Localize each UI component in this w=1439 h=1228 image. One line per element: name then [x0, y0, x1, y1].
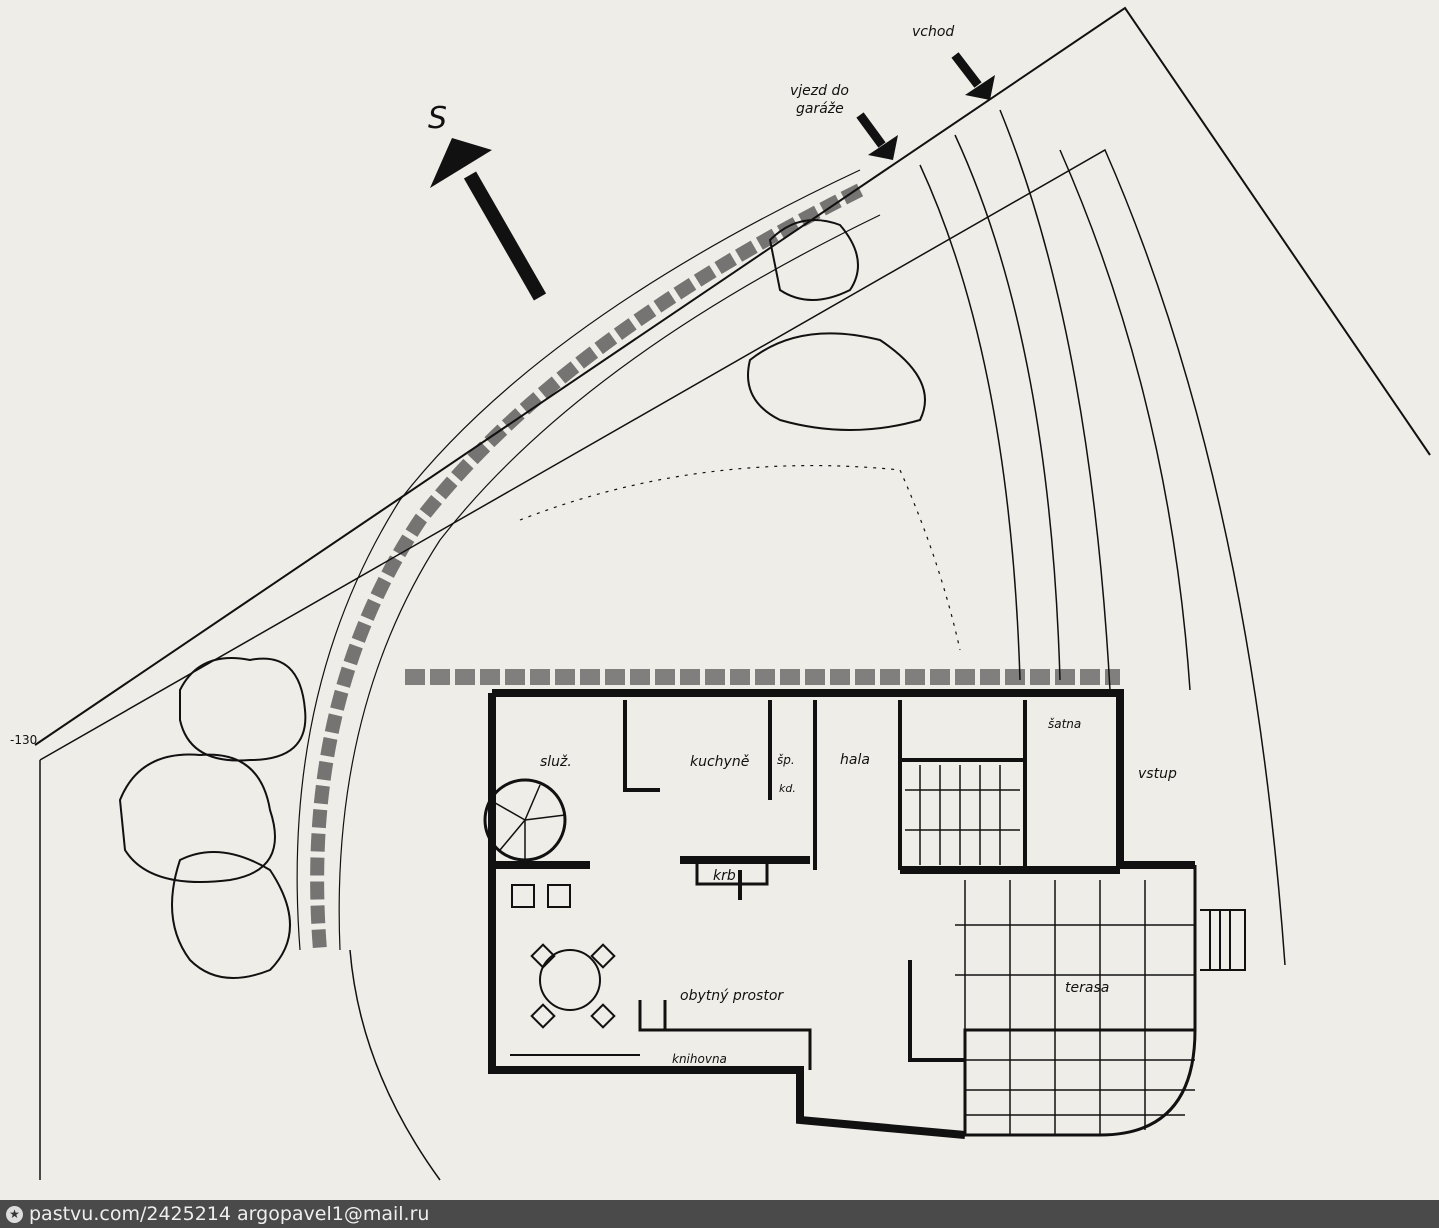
room-label-kitchen: kuchyně — [690, 754, 749, 770]
site-boundary-inner — [39, 148, 1286, 966]
armchair — [511, 884, 535, 908]
garden-path — [310, 183, 864, 951]
room-label-living: obytný prostor — [680, 988, 784, 1004]
star-icon: ★ — [6, 1205, 23, 1223]
room-label-entry: vstup — [1138, 766, 1177, 782]
terrace-grid — [955, 880, 1195, 1135]
driveway-edge — [954, 134, 1061, 681]
room-label-terrace: terasa — [1065, 980, 1109, 996]
driveway-edge — [919, 164, 1021, 681]
dining-chair — [590, 1003, 616, 1029]
room-label-pantry: šp. — [777, 753, 795, 767]
entrance-arrow-icon — [951, 52, 995, 100]
room-label-library: knihovna — [672, 1052, 727, 1066]
driveway-edge — [999, 109, 1111, 691]
tree — [747, 332, 926, 431]
north-label: S — [428, 101, 447, 136]
room-label-hall: hala — [840, 752, 870, 768]
driveway-edge — [1059, 149, 1191, 691]
lawn-edge — [519, 465, 961, 651]
terrace-outline — [963, 865, 1197, 1137]
dining-chair — [530, 943, 556, 969]
armchair — [547, 884, 571, 908]
entrance-label: vchod — [912, 24, 954, 40]
dining-chair — [530, 1003, 556, 1029]
garden-path-edge — [338, 214, 881, 951]
dining-chair — [590, 943, 616, 969]
garage-entry-label-2: garáže — [796, 101, 844, 117]
garden-path-edge — [296, 169, 861, 951]
tree — [118, 753, 276, 883]
tree — [179, 657, 307, 762]
garage-entry-label: vjezd do — [790, 83, 849, 99]
tree — [171, 851, 291, 979]
garden-edge — [349, 949, 441, 1181]
house-outer-wall — [488, 689, 1195, 1139]
room-label-fireplace: krb — [713, 868, 736, 884]
stairs — [905, 765, 1020, 865]
north-arrow-icon — [430, 138, 547, 301]
watermark-footer: ★ pastvu.com/2425214 argopavel1@mail.ru — [0, 1200, 1439, 1228]
site-boundary — [34, 6, 1431, 746]
terrace-steps — [1200, 909, 1246, 971]
footer-text: pastvu.com/2425214 argopavel1@mail.ru — [29, 1203, 430, 1225]
garage-arrow-icon — [856, 112, 898, 160]
spiral-stair-treads — [489, 784, 566, 860]
elevation-label: -130 — [10, 733, 37, 747]
dining-table — [539, 949, 601, 1011]
room-label-service: služ. — [540, 754, 572, 770]
living-partition — [638, 1000, 812, 1070]
fireplace — [695, 860, 769, 886]
tree — [768, 219, 859, 301]
room-label-cloakroom: šatna — [1048, 717, 1081, 731]
room-label-laundry: kd. — [779, 782, 796, 795]
